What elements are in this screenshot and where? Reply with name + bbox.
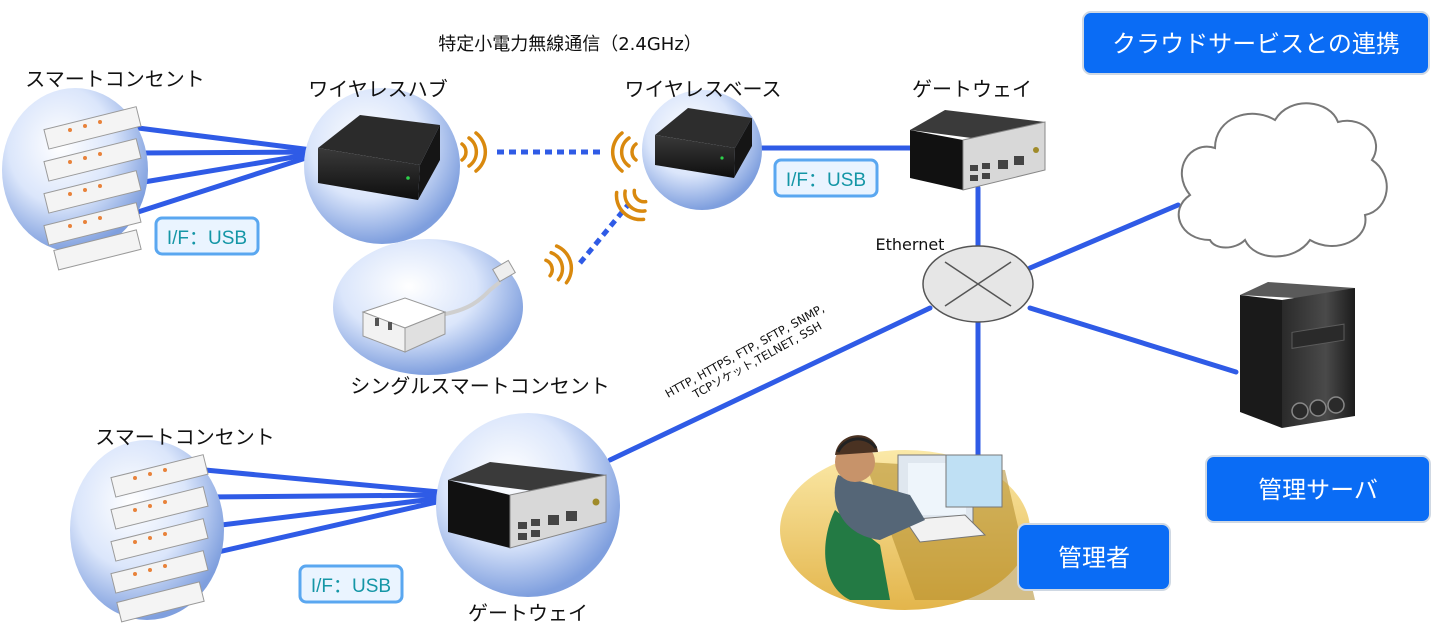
wireless-links <box>497 149 630 265</box>
smart-outlet-group-top <box>2 88 148 271</box>
svg-text:管理サーバ: 管理サーバ <box>1258 476 1378 504</box>
gateway-device-icon <box>448 462 607 549</box>
cloud-icon <box>1177 102 1388 258</box>
link-outlet-gw-3 <box>202 494 453 530</box>
label-wireless-hub: ワイヤレスハブ <box>308 77 447 101</box>
gateway-bottom <box>436 413 620 597</box>
smart-outlet-group-bottom <box>70 440 224 623</box>
label-smart-outlet-top: スマートコンセント <box>25 67 204 91</box>
server-icon <box>1240 282 1355 428</box>
gateway-top <box>910 110 1046 191</box>
usb-interface-label-1: I/F：USB <box>154 216 260 256</box>
label-wireless-base: ワイヤレスベース <box>625 77 782 101</box>
ethernet-switch-icon <box>922 245 1034 323</box>
outlet-strip-icon <box>110 550 209 594</box>
svg-text:管理者: 管理者 <box>1058 544 1130 572</box>
link-outlet-hub-2 <box>135 149 315 156</box>
protocol-line-1: HTTP, HTTPS, FTP, SFTP, SNMP, <box>663 301 827 400</box>
wave-icon-base-left <box>610 131 638 173</box>
label-gateway-top: ゲートウェイ <box>912 77 1032 101</box>
administrator-button[interactable]: 管理者 <box>1017 523 1171 591</box>
usb-interface-label-2: I/F：USB <box>773 158 879 198</box>
wireless-hub-device-icon <box>318 115 440 200</box>
radio-waves <box>460 131 648 285</box>
outlet-strip-icon <box>43 138 142 182</box>
diagram-title: 特定小電力無線通信（2.4GHz） <box>438 34 702 55</box>
link-outlet-hub-4 <box>135 153 315 215</box>
link-outlet-hub-1 <box>135 125 315 153</box>
link-ethernet-gateway-bottom <box>607 305 933 463</box>
svg-text:I/F：USB: I/F：USB <box>311 576 391 597</box>
wireless-base-device-icon <box>655 108 752 178</box>
single-smart-outlet <box>333 239 523 375</box>
link-ethernet-server <box>1027 305 1239 375</box>
outlet-strip-icon <box>43 202 142 246</box>
link-outlet-gw-1 <box>202 467 453 496</box>
wave-icon-hub <box>460 131 488 173</box>
management-server-button[interactable]: 管理サーバ <box>1205 455 1431 523</box>
outlet-strip-icon <box>110 518 209 562</box>
cloud-service-button[interactable]: クラウドサービスとの連携 <box>1082 11 1430 75</box>
link-outlet-hub-3 <box>135 151 315 186</box>
wireless-hub <box>304 88 460 244</box>
svg-text:I/F：USB: I/F：USB <box>167 228 247 249</box>
outlet-strip-icon <box>116 581 205 623</box>
single-outlet-device-icon <box>361 259 516 353</box>
label-smart-outlet-bottom: スマートコンセント <box>95 425 274 449</box>
svg-text:I/F：USB: I/F：USB <box>786 170 866 191</box>
wireless-link-single-base <box>578 203 630 265</box>
wave-icon-single <box>544 244 574 285</box>
gateway-device-icon <box>910 110 1046 191</box>
connection-lines <box>135 125 1239 558</box>
label-ethernet: Ethernet <box>876 235 945 254</box>
outlet-strip-icon <box>110 486 209 530</box>
wave-icon-base-down <box>614 188 648 222</box>
label-gateway-bottom: ゲートウェイ <box>468 601 588 625</box>
usb-interface-label-3: I/F：USB <box>298 564 404 604</box>
svg-text:クラウドサービスとの連携: クラウドサービスとの連携 <box>1112 30 1400 58</box>
link-outlet-gw-4 <box>202 496 453 558</box>
link-ethernet-cloud <box>1027 202 1181 271</box>
outlet-strip-icon <box>110 454 209 498</box>
outlet-strip-icon <box>53 229 142 271</box>
label-single-smart-outlet: シングルスマートコンセント <box>350 374 609 398</box>
outlet-strip-icon <box>43 106 142 150</box>
link-outlet-gw-2 <box>202 492 453 500</box>
administrator-icon <box>780 435 1035 610</box>
wireless-base <box>642 90 762 210</box>
outlet-strip-icon <box>43 170 142 214</box>
